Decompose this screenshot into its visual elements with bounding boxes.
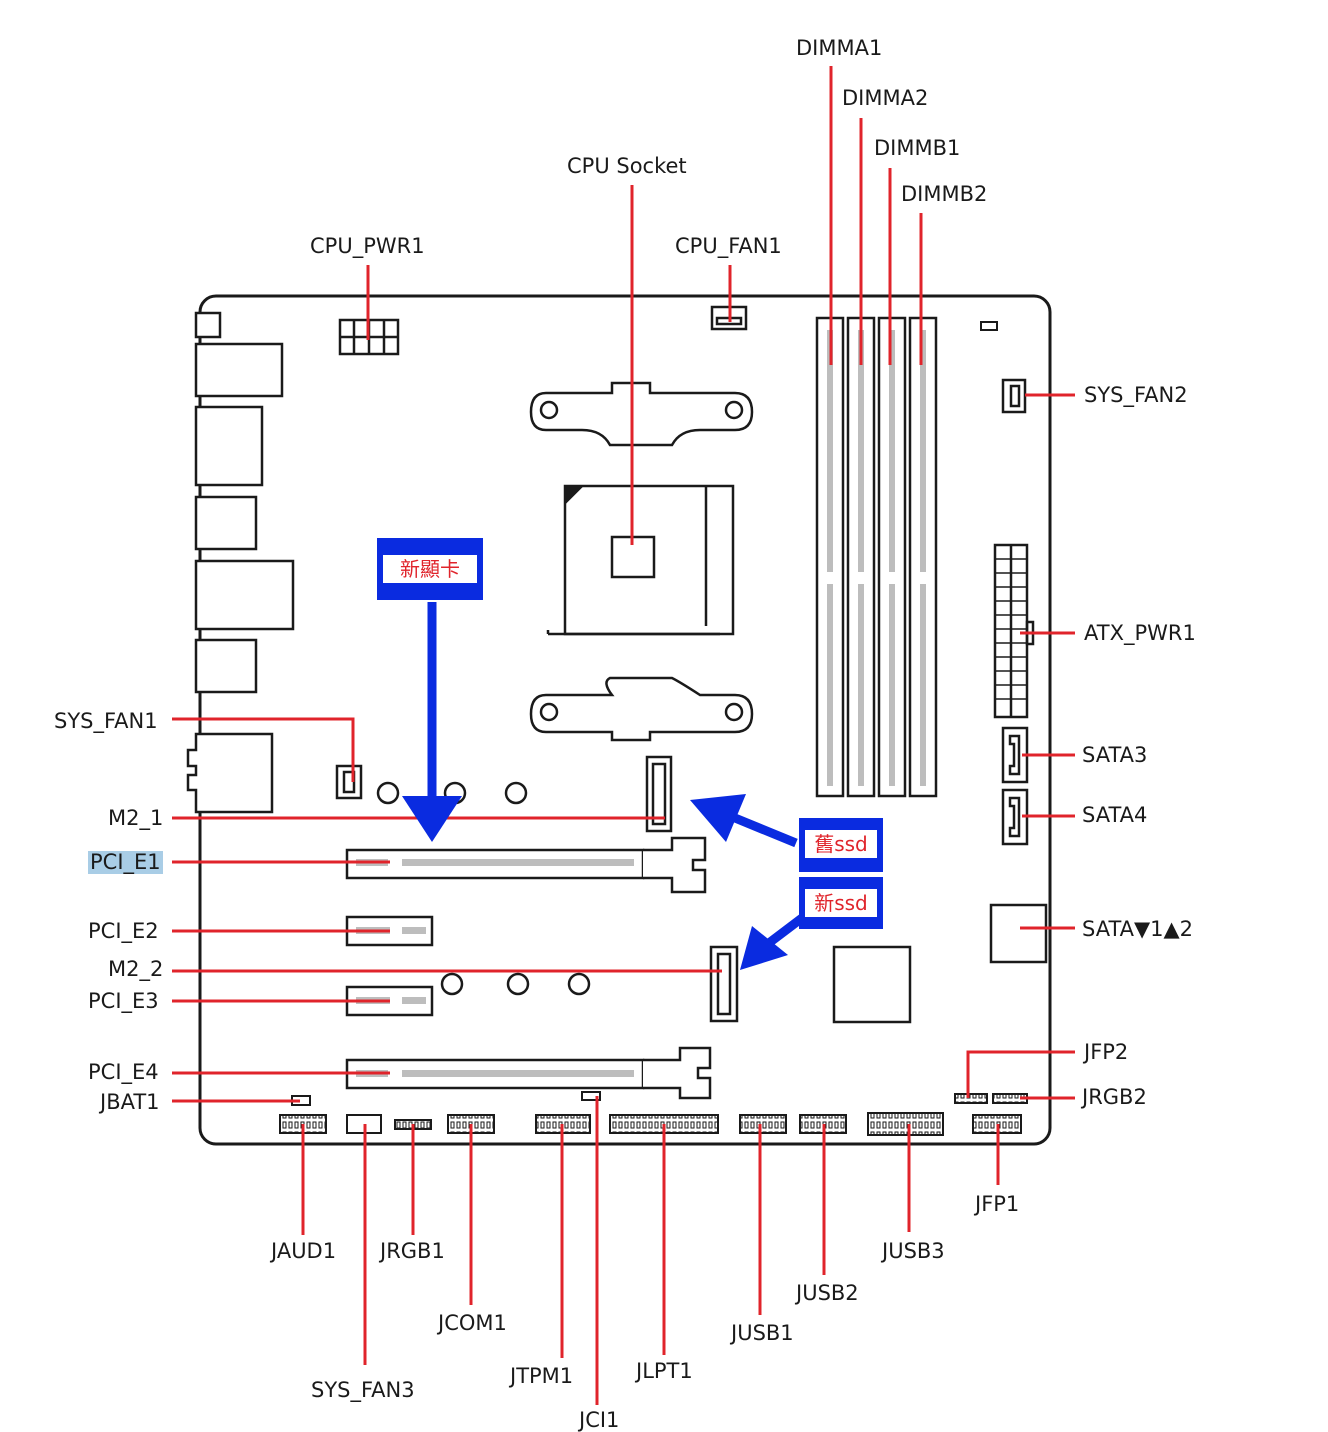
- m2-1-slot: [645, 755, 673, 833]
- atx-pwr1-connector: [993, 543, 1035, 719]
- label-jlpt1: JLPT1: [636, 1359, 693, 1383]
- label-jrgb2: JRGB2: [1082, 1085, 1147, 1109]
- leader-lines: [172, 66, 1075, 1405]
- label-sys-fan1: SYS_FAN1: [54, 709, 158, 733]
- chipset: [832, 945, 912, 1024]
- sata12-port: [989, 903, 1048, 964]
- annotation-old-ssd-text: 舊ssd: [805, 830, 877, 858]
- label-dimmb1: DIMMB1: [874, 136, 961, 160]
- annotation-new-ssd-text: 新ssd: [805, 889, 877, 917]
- pci-e1-slot: [345, 836, 707, 894]
- label-sata3: SATA3: [1082, 743, 1148, 767]
- label-cpu-socket: CPU Socket: [567, 154, 687, 178]
- bottom-headers: [279, 1093, 1028, 1136]
- label-pci-e4: PCI_E4: [88, 1060, 159, 1084]
- label-jcom1: JCOM1: [438, 1311, 507, 1335]
- label-sata12: SATA▼1▲2: [1082, 917, 1194, 941]
- label-dimma1: DIMMA1: [796, 36, 883, 60]
- label-pci-e2: PCI_E2: [88, 919, 159, 943]
- label-jtpm1: JTPM1: [510, 1364, 574, 1388]
- label-cpu-pwr1: CPU_PWR1: [310, 234, 425, 258]
- label-sys-fan2: SYS_FAN2: [1084, 383, 1188, 407]
- label-jusb3: JUSB3: [882, 1239, 945, 1263]
- cpu-bracket-bottom: [529, 676, 754, 742]
- label-sys-fan3: SYS_FAN3: [311, 1378, 415, 1402]
- annotation-new-gpu: 新顯卡: [377, 538, 483, 600]
- label-m2-2: M2_2: [108, 957, 164, 981]
- rear-io-ports: [186, 311, 295, 814]
- label-jaud1: JAUD1: [271, 1239, 337, 1263]
- m2-standoffs: [376, 781, 591, 996]
- label-jbat1: JBAT1: [100, 1090, 160, 1114]
- sys-fan1-header: [335, 764, 363, 800]
- label-pci-e3: PCI_E3: [88, 989, 159, 1013]
- label-jusb2: JUSB2: [796, 1281, 859, 1305]
- sys-fan2-header: [1001, 378, 1027, 414]
- label-jusb1: JUSB1: [731, 1321, 794, 1345]
- annotation-new-ssd: 新ssd: [799, 877, 883, 929]
- label-jfp1: JFP1: [975, 1192, 1020, 1216]
- jumper-top-right: [980, 321, 998, 331]
- label-cpu-fan1: CPU_FAN1: [675, 234, 782, 258]
- m2-2-slot: [709, 945, 739, 1023]
- label-dimmb2: DIMMB2: [901, 182, 988, 206]
- cpu-socket: [546, 484, 735, 636]
- cpu-bracket-top: [529, 381, 754, 447]
- label-pci-e1: PCI_E1: [88, 850, 163, 874]
- label-jci1: JCI1: [579, 1408, 620, 1432]
- annotation-new-gpu-text: 新顯卡: [383, 555, 477, 583]
- label-jfp2: JFP2: [1084, 1040, 1129, 1064]
- jci1-header: [581, 1091, 601, 1101]
- label-sata4: SATA4: [1082, 803, 1148, 827]
- annotation-old-ssd: 舊ssd: [799, 818, 883, 872]
- dimm-slots: [815, 316, 938, 798]
- pci-e4-slot: [345, 1046, 712, 1100]
- label-atx-pwr1: ATX_PWR1: [1084, 621, 1196, 645]
- label-dimma2: DIMMA2: [842, 86, 929, 110]
- label-jrgb1: JRGB1: [380, 1239, 445, 1263]
- label-m2-1: M2_1: [108, 806, 164, 830]
